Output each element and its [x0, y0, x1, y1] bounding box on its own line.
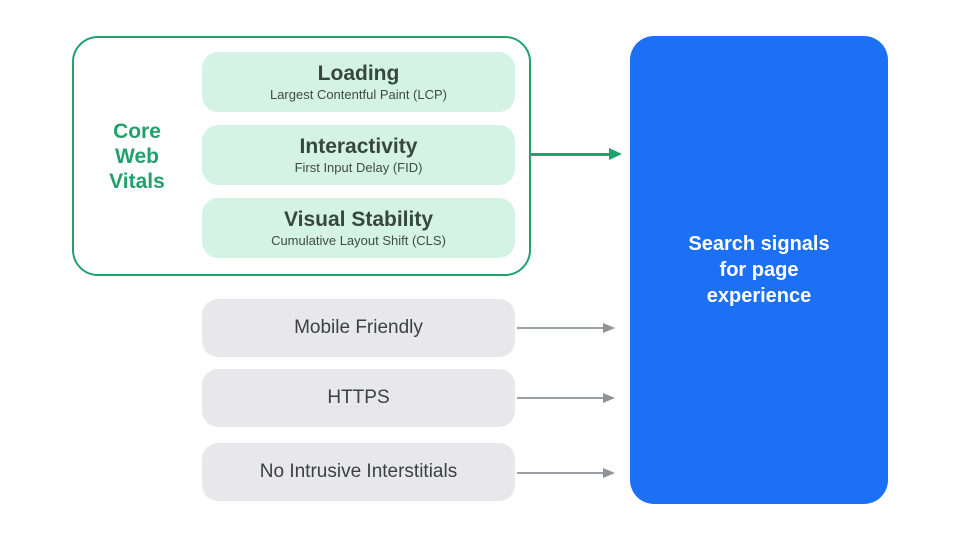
signal-box-mobile-friendly: Mobile Friendly	[202, 299, 515, 357]
vital-title: Loading	[317, 61, 400, 85]
vital-box-interactivity: Interactivity First Input Delay (FID)	[202, 125, 515, 185]
https-arrow-icon	[517, 397, 603, 399]
signal-label: No Intrusive Interstitials	[259, 461, 458, 482]
search-signals-box: Search signals for page experience	[630, 36, 888, 504]
vital-subtitle: Largest Contentful Paint (LCP)	[269, 86, 448, 102]
core-web-vitals-label-line: Core	[113, 120, 161, 143]
signal-label: Mobile Friendly	[294, 317, 423, 338]
vital-box-visual-stability: Visual Stability Cumulative Layout Shift…	[202, 198, 515, 258]
vital-box-loading: Loading Largest Contentful Paint (LCP)	[202, 52, 515, 112]
search-signals-line: for page	[719, 259, 799, 281]
signal-label: HTTPS	[327, 387, 390, 408]
search-signals-line: experience	[706, 285, 812, 307]
vital-title: Interactivity	[299, 134, 418, 158]
vital-subtitle: First Input Delay (FID)	[294, 159, 423, 175]
mobile-friendly-arrow-icon	[517, 327, 603, 329]
vital-title: Visual Stability	[284, 207, 433, 231]
vital-subtitle: Cumulative Layout Shift (CLS)	[271, 232, 446, 248]
core-web-vitals-label-line: Vitals	[109, 170, 165, 193]
signal-box-https: HTTPS	[202, 369, 515, 427]
no-intrusive-interstitials-arrow-icon	[517, 472, 603, 474]
core-web-vitals-arrow-icon	[531, 153, 609, 156]
core-web-vitals-label: Core Web Vitals	[84, 119, 190, 194]
search-signals-line: Search signals	[688, 233, 830, 255]
signal-box-no-intrusive-interstitials: No Intrusive Interstitials	[202, 443, 515, 501]
core-web-vitals-label-line: Web	[115, 145, 159, 168]
